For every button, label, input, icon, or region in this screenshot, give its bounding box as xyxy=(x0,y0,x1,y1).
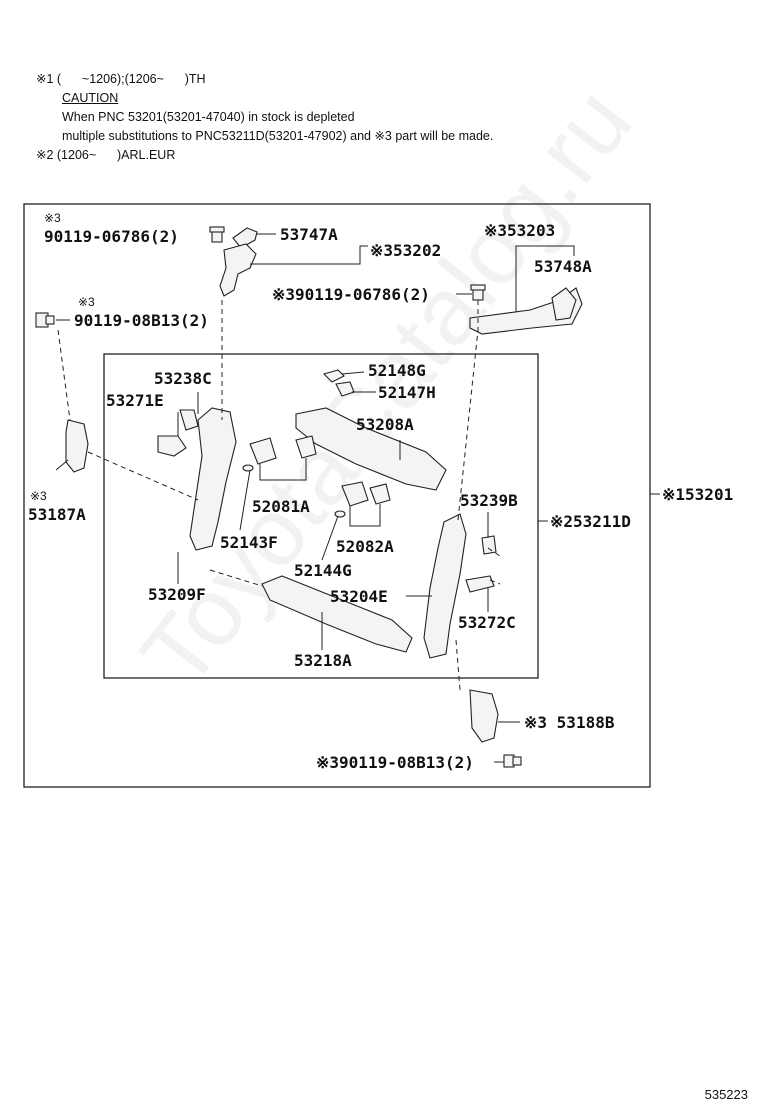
label-52144g: 52144G xyxy=(294,561,352,580)
bolt-90119-06786-right xyxy=(470,284,486,301)
dash-53239b xyxy=(487,547,501,557)
part-53209f xyxy=(189,407,237,551)
label-53238c: 53238C xyxy=(154,369,212,388)
label-53204e: 53204E xyxy=(330,587,388,606)
label-53187a: 53187A xyxy=(28,505,86,524)
part-52082a-2 xyxy=(369,483,391,505)
bolt-90119-08b13-bottom xyxy=(503,754,522,768)
label-53211d: ※253211D xyxy=(550,512,631,531)
note-2: ※2 (1206~ )ARL.EUR xyxy=(36,148,176,162)
leader-52081a xyxy=(259,458,307,481)
part-53188b xyxy=(469,689,499,743)
part-53271e xyxy=(157,435,187,457)
part-52148g xyxy=(322,369,345,383)
note-1: ※1 ( ~1206);(1206~ )TH xyxy=(36,72,206,86)
part-52144g xyxy=(334,510,346,518)
dash-53218a-left xyxy=(209,569,263,587)
caution-text-line-2: multiple substitutions to PNC53211D(5320… xyxy=(62,129,494,143)
label-90119-06786-right: ※390119-06786(2) xyxy=(272,285,430,304)
label-53209f: 53209F xyxy=(148,585,206,604)
label-52147h: 52147H xyxy=(378,383,436,402)
leader-52082a xyxy=(349,504,381,527)
dash-53188b xyxy=(455,639,461,691)
label-53272c: 53272C xyxy=(458,613,516,632)
label-53188b: ※3 53188B xyxy=(524,713,615,732)
label-53747a: 53747A xyxy=(280,225,338,244)
bolt-90119-06786-top xyxy=(209,226,225,243)
dash-left-bolt xyxy=(57,329,71,421)
leader-53203 xyxy=(515,245,575,312)
leader-53202 xyxy=(250,245,368,265)
leader-52143f xyxy=(239,469,251,531)
notes-block: ※1 ( ~1206);(1206~ )TH CAUTION When PNC … xyxy=(36,70,493,165)
part-52082a-1 xyxy=(341,481,369,507)
dash-53272c xyxy=(489,579,501,585)
label-52082a: 52082A xyxy=(336,537,394,556)
label-90119-08b13-left: 90119-08B13(2) xyxy=(74,311,209,330)
label-53187a-mark: ※3 xyxy=(30,489,47,503)
caution-text-line-1: When PNC 53201(53201-47040) in stock is … xyxy=(62,110,355,124)
dash-53187a xyxy=(87,451,199,501)
part-53218a xyxy=(261,575,413,653)
label-53201: ※153201 xyxy=(662,485,733,504)
label-53271e: 53271E xyxy=(106,391,164,410)
label-53202: ※353202 xyxy=(370,241,441,260)
part-52143f xyxy=(242,464,254,472)
part-53203 xyxy=(469,287,583,335)
part-53748a xyxy=(551,287,577,321)
label-90119-08b13-mark: ※3 xyxy=(78,295,95,309)
label-53748a: 53748A xyxy=(534,257,592,276)
leader-52144g xyxy=(321,515,339,561)
label-53239b: 53239B xyxy=(460,491,518,510)
bolt-90119-08b13-left xyxy=(35,312,55,328)
label-90119-06786-top: 90119-06786(2) xyxy=(44,227,179,246)
caution-heading: CAUTION xyxy=(62,91,119,105)
part-52081a-1 xyxy=(249,437,277,465)
figure-number: 535223 xyxy=(704,1087,748,1102)
part-52147h xyxy=(335,381,355,397)
part-53187a xyxy=(65,419,89,473)
part-53272c xyxy=(465,575,495,593)
outer-frame xyxy=(23,203,651,788)
label-90119-06786-mark: ※3 xyxy=(44,211,61,225)
inner-frame xyxy=(103,353,539,679)
label-52148g: 52148G xyxy=(368,361,426,380)
part-52081a-2 xyxy=(295,435,317,459)
dash-53203 xyxy=(457,300,479,521)
label-90119-08b13-bottom: ※390119-08B13(2) xyxy=(316,753,474,772)
part-53204e xyxy=(423,513,467,659)
label-52143f: 52143F xyxy=(220,533,278,552)
label-52081a: 52081A xyxy=(252,497,310,516)
leader-52148g xyxy=(341,371,365,375)
leader-53187a xyxy=(55,459,69,471)
part-53238c xyxy=(179,409,199,431)
label-53218a: 53218A xyxy=(294,651,352,670)
label-53203: ※353203 xyxy=(484,221,555,240)
label-53208a: 53208A xyxy=(356,415,414,434)
part-53202 xyxy=(219,243,257,297)
part-53239b xyxy=(481,535,497,555)
